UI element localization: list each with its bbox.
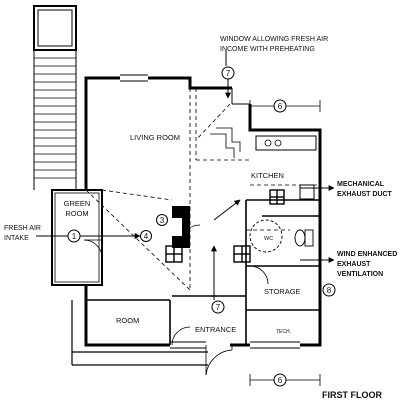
marker-3: 3	[156, 214, 168, 226]
floor-title: FIRST FLOOR	[322, 390, 382, 400]
wind-exhaust-annotation-2: EXHAUST	[337, 261, 371, 268]
entrance-label: ENTRANCE	[195, 325, 236, 334]
svg-text:1: 1	[72, 232, 77, 241]
marker-8: 8	[322, 283, 336, 297]
marker-6-bottom: 6	[273, 373, 287, 387]
terrace	[71, 300, 208, 366]
fresh-air-annotation-1: FRESH AIR	[4, 225, 41, 232]
door-swings	[83, 224, 269, 376]
dimension-lines	[249, 100, 321, 386]
fresh-air-annotation-2: INTAKE	[4, 235, 29, 242]
wind-exhaust-annotation-3: VENTILATION	[337, 271, 383, 278]
room-label: ROOM	[116, 316, 139, 325]
marker-1: 1	[67, 229, 81, 243]
wind-exhaust-annotation-1: WIND ENHANCED	[337, 251, 397, 258]
svg-text:4: 4	[144, 232, 149, 241]
living-room-label: LIVING ROOM	[130, 133, 180, 142]
green-room-label: GREEN	[64, 199, 91, 208]
marker-7-entrance: 7	[211, 300, 225, 314]
mechanical-exhaust-annotation-1: MECHANICAL	[337, 181, 385, 188]
window-annotation-2: INCOME WITH PREHEATING	[220, 46, 315, 53]
svg-text:6: 6	[278, 376, 283, 385]
marker-4: 4	[140, 230, 152, 242]
tech-label: TECH.	[276, 329, 291, 335]
interior-stair	[210, 127, 241, 158]
window-annotation-1: WINDOW ALLOWING FRESH AIR	[220, 36, 328, 43]
svg-text:7: 7	[226, 69, 231, 78]
svg-text:8: 8	[327, 286, 332, 295]
windows	[120, 74, 300, 349]
mechanical-exhaust-annotation-2: EXHAUST DUCT	[337, 191, 393, 198]
exterior-walls	[84, 76, 322, 347]
svg-text:3: 3	[160, 216, 165, 225]
kitchen-label: KITCHEN	[251, 171, 284, 180]
marker-6-top: 6	[273, 99, 287, 113]
svg-text:7: 7	[216, 303, 221, 312]
marker-7-top: 7	[221, 66, 235, 80]
kitchen-counter	[255, 135, 317, 200]
svg-text:6: 6	[278, 102, 283, 111]
green-room-label-2: ROOM	[65, 209, 88, 218]
storage-label: STORAGE	[264, 287, 301, 296]
dashed-outline	[85, 88, 320, 291]
interior-walls	[86, 199, 320, 345]
wc-label: WC	[264, 236, 273, 242]
airflow-arrows	[36, 50, 335, 300]
fireplace	[165, 189, 285, 263]
roof-stair-tower	[33, 5, 77, 190]
wc-fixtures	[249, 219, 314, 253]
green-room-box	[51, 189, 103, 286]
